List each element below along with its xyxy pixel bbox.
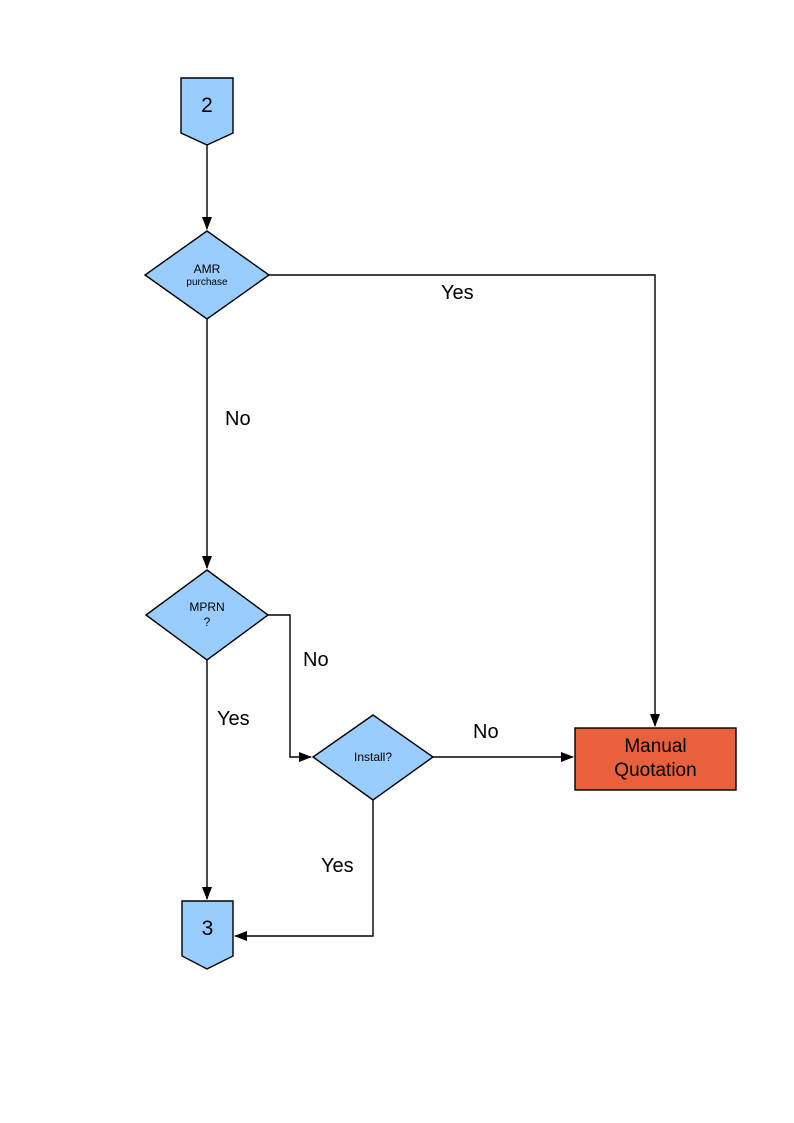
decision-amr-purchase-shape xyxy=(143,230,271,320)
decision-mprn-shape xyxy=(144,569,270,661)
decision-install-shape xyxy=(311,714,435,801)
edge-mprn-no-to-install xyxy=(268,614,312,762)
offpage-connector-2-shape xyxy=(180,77,234,146)
edge-amr-yes-to-manual-quotation xyxy=(269,274,660,727)
offpage-connector-3-shape xyxy=(181,900,234,970)
process-manual-quotation-shape xyxy=(574,727,737,791)
edge-install-yes-to-end3 xyxy=(234,800,374,941)
